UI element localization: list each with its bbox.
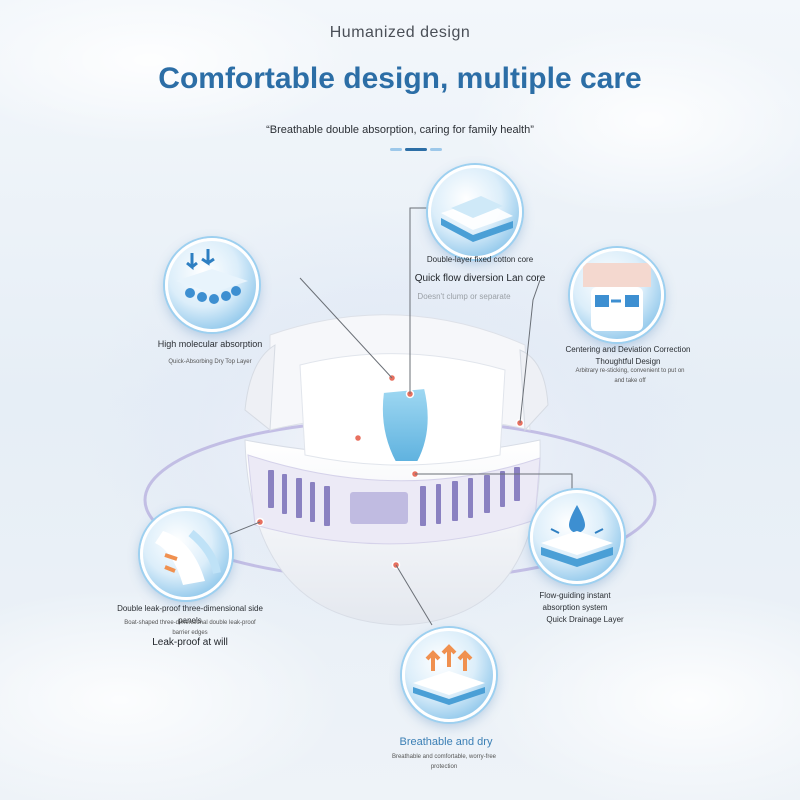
kicker-text: Humanized design <box>329 24 471 41</box>
tape-design-subtitle: Arbitrary re-sticking, convenient to put… <box>575 368 685 384</box>
side-panels-thumbnail <box>140 508 232 600</box>
tape-design-thumbnail <box>570 248 664 342</box>
breathable-title: Breathable and dry <box>399 736 493 748</box>
absorption-title: High molecular absorption <box>157 339 263 349</box>
drainage-title: Flow-guiding instant absorption system <box>539 591 611 612</box>
slogan-text: “Breathable double absorption, caring fo… <box>266 124 534 136</box>
side-panels-extra: Leak-proof at will <box>152 637 228 648</box>
page-title: Comfortable design, multiple care <box>158 62 642 95</box>
cotton-core-thumbnail <box>428 165 522 259</box>
absorption-subtitle: Quick-Absorbing Dry Top Layer <box>168 359 252 365</box>
cotton-core-subtitle: Quick flow diversion Lan core <box>414 273 546 284</box>
breathable-subtitle: Breathable and comfortable, worry-free p… <box>391 754 497 770</box>
drainage-thumbnail <box>530 490 624 584</box>
tape-design-title: Centering and Deviation Correction Thoug… <box>565 345 691 366</box>
breathable-thumbnail <box>402 628 496 722</box>
side-panels-title: Double leak-proof three-dimensional side… <box>117 604 263 625</box>
side-panels-subtitle: Boat-shaped three-dimensional double lea… <box>124 620 256 636</box>
cotton-core-title: Double-layer fixed cotton core <box>426 255 534 264</box>
cotton-core-note: Doesn't clump or separate <box>417 292 511 301</box>
title-underline <box>390 148 442 151</box>
absorption-thumbnail <box>165 238 259 332</box>
drainage-subtitle: Quick Drainage Layer <box>546 615 624 624</box>
